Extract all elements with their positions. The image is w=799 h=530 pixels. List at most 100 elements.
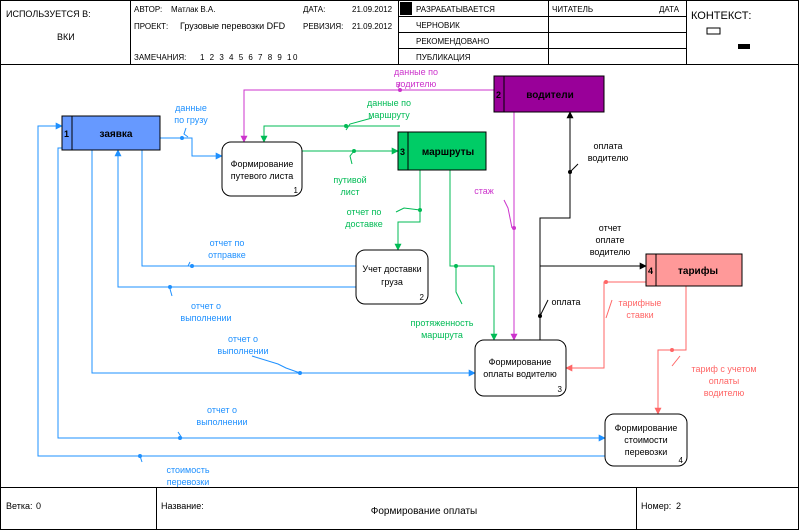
label-payment-report-1: отчет [599,223,621,233]
black-flows [539,111,647,340]
flow-delivery-report [394,170,421,251]
author-value: Матлак В.А. [171,5,215,14]
label-exec-report-3b: выполнении [196,417,247,427]
project-label: ПРОЕКТ: [134,22,168,31]
context-box-filled [738,44,750,49]
revision-value: 21.09.2012 [352,22,393,31]
flow-route-length [449,170,498,341]
number-value: 2 [676,501,681,511]
entity-drivers[interactable]: 2 водители [493,75,605,113]
flow-tariff-rates [565,281,646,372]
label-driver-data-2: водителю [396,79,437,89]
label-exec-report-2a: отчет о [228,334,258,344]
flow-cargo-data [160,137,223,160]
flow-dispatch-report [141,148,356,267]
label-payment-report-2: оплате [596,235,625,245]
date-label: ДАТА: [303,5,325,14]
label-exec-report-2b: выполнении [217,346,268,356]
label-payment-report-3: водителю [590,247,631,257]
entity-tariffs-label: тарифы [678,265,718,277]
entity-order-label: заявка [100,129,133,140]
label-payment: оплата [552,297,581,307]
node-label: Ветка: [6,501,32,511]
process-delivery-number: 2 [420,293,425,302]
flow-exec-report-1 [114,149,356,288]
revision-label: РЕВИЗИЯ: [303,22,343,31]
label-exec-report-1a: отчет о [191,301,221,311]
notes-label: ЗАМЕЧАНИЯ: [134,53,186,62]
flow-exec-report-3 [57,147,606,442]
used-in-value: ВКИ [57,32,75,42]
flow-driver-payment [539,111,574,340]
process-transport-cost-line1: Формирование [615,423,678,433]
flow-route-data [260,125,400,143]
process-driver-payment[interactable]: Формирование оплаты водителю 3 [474,339,567,397]
label-route-data-2: маршруту [368,110,410,120]
entity-order[interactable]: 1 заявка [61,115,161,151]
flow-labels-black: оплата водителю отчет оплате водителю оп… [552,141,631,307]
flow-exec-report-2 [91,148,476,377]
used-in-label: ИСПОЛЬЗУЕТСЯ В: [6,9,91,19]
flow-labels-purple: данные по водителю стаж [394,67,494,196]
process-transport-cost-line3: перевозки [625,447,668,457]
label-connectors [139,81,681,463]
entity-routes[interactable]: 3 маршруты [397,131,487,171]
status-marker [400,2,412,15]
status-published: ПУБЛИКАЦИЯ [416,53,471,62]
label-delivery-report-1: отчет по [347,207,382,217]
entity-drivers-number: 2 [496,90,501,100]
process-delivery[interactable]: Учет доставки груза 2 [355,249,429,305]
flow-driver-data [240,89,496,143]
label-cargo-data-1: данные [175,103,207,113]
label-driver-data-1: данные по [394,67,438,77]
process-waybill[interactable]: Формирование путевого листа 1 [221,141,303,197]
title-label: Название: [161,501,204,511]
context-box-current [706,27,721,35]
number-label: Номер: [641,501,671,511]
connector-dots [138,88,674,458]
label-waybill-1: путивой [333,175,366,185]
label-waybill-2: лист [341,187,360,197]
label-tariff-rates-1: тарифные [619,298,662,308]
label-route-data-1: данные по [367,98,411,108]
flow-transport-cost [37,122,605,457]
label-tariff-cost-2: оплаты [709,376,740,386]
date-value: 21.09.2012 [352,5,393,14]
entity-tariffs[interactable]: 4 тарифы [645,253,743,287]
notes-value: 1 2 3 4 5 6 7 8 9 10 [200,53,299,62]
footer-frame [0,487,799,530]
process-driver-payment-line2: оплаты водителю [483,369,557,379]
label-exec-report-3a: отчет о [207,405,237,415]
context-label: КОНТЕКСТ: [691,10,751,22]
process-delivery-line1: Учет доставки [362,264,421,274]
label-dispatch-report-1: отчет по [210,238,245,248]
flow-labels-pink: тарифные ставки тариф с учетом оплаты во… [619,298,757,398]
entity-tariffs-number: 4 [648,266,653,276]
label-tariff-cost-1: тариф с учетом [691,364,756,374]
status-draft: ЧЕРНОВИК [416,21,460,30]
label-cargo-data-2: по грузу [174,115,208,125]
process-driver-payment-line1: Формирование [489,357,552,367]
status-in-work: РАЗРАБАТЫВАЕТСЯ [416,5,495,14]
node-value: 0 [36,501,41,511]
entity-routes-label: маршруты [422,147,474,158]
flow-labels-green: данные по маршруту путивой лист отчет по… [333,98,473,340]
process-transport-cost-line2: стоимости [624,435,667,445]
label-exec-report-1b: выполнении [180,313,231,323]
process-waybill-line2: путевого листа [231,171,293,181]
project-value: Грузовые перевозки DFD [180,21,286,31]
label-route-length-2: маршрута [421,330,463,340]
process-driver-payment-number: 3 [558,385,563,394]
label-experience: стаж [474,186,494,196]
reader-date-label: ДАТА [659,5,680,14]
label-tariff-rates-2: ставки [626,310,653,320]
label-dispatch-report-2: отправке [208,250,246,260]
label-transport-cost-1: стоимость [166,465,209,475]
entity-routes-number: 3 [400,147,405,157]
label-route-length-1: протяженность [411,318,474,328]
process-transport-cost[interactable]: Формирование стоимости перевозки 4 [604,413,688,467]
author-label: АВТОР: [134,5,162,14]
process-waybill-number: 1 [294,186,299,195]
process-delivery-line2: груза [381,277,403,287]
